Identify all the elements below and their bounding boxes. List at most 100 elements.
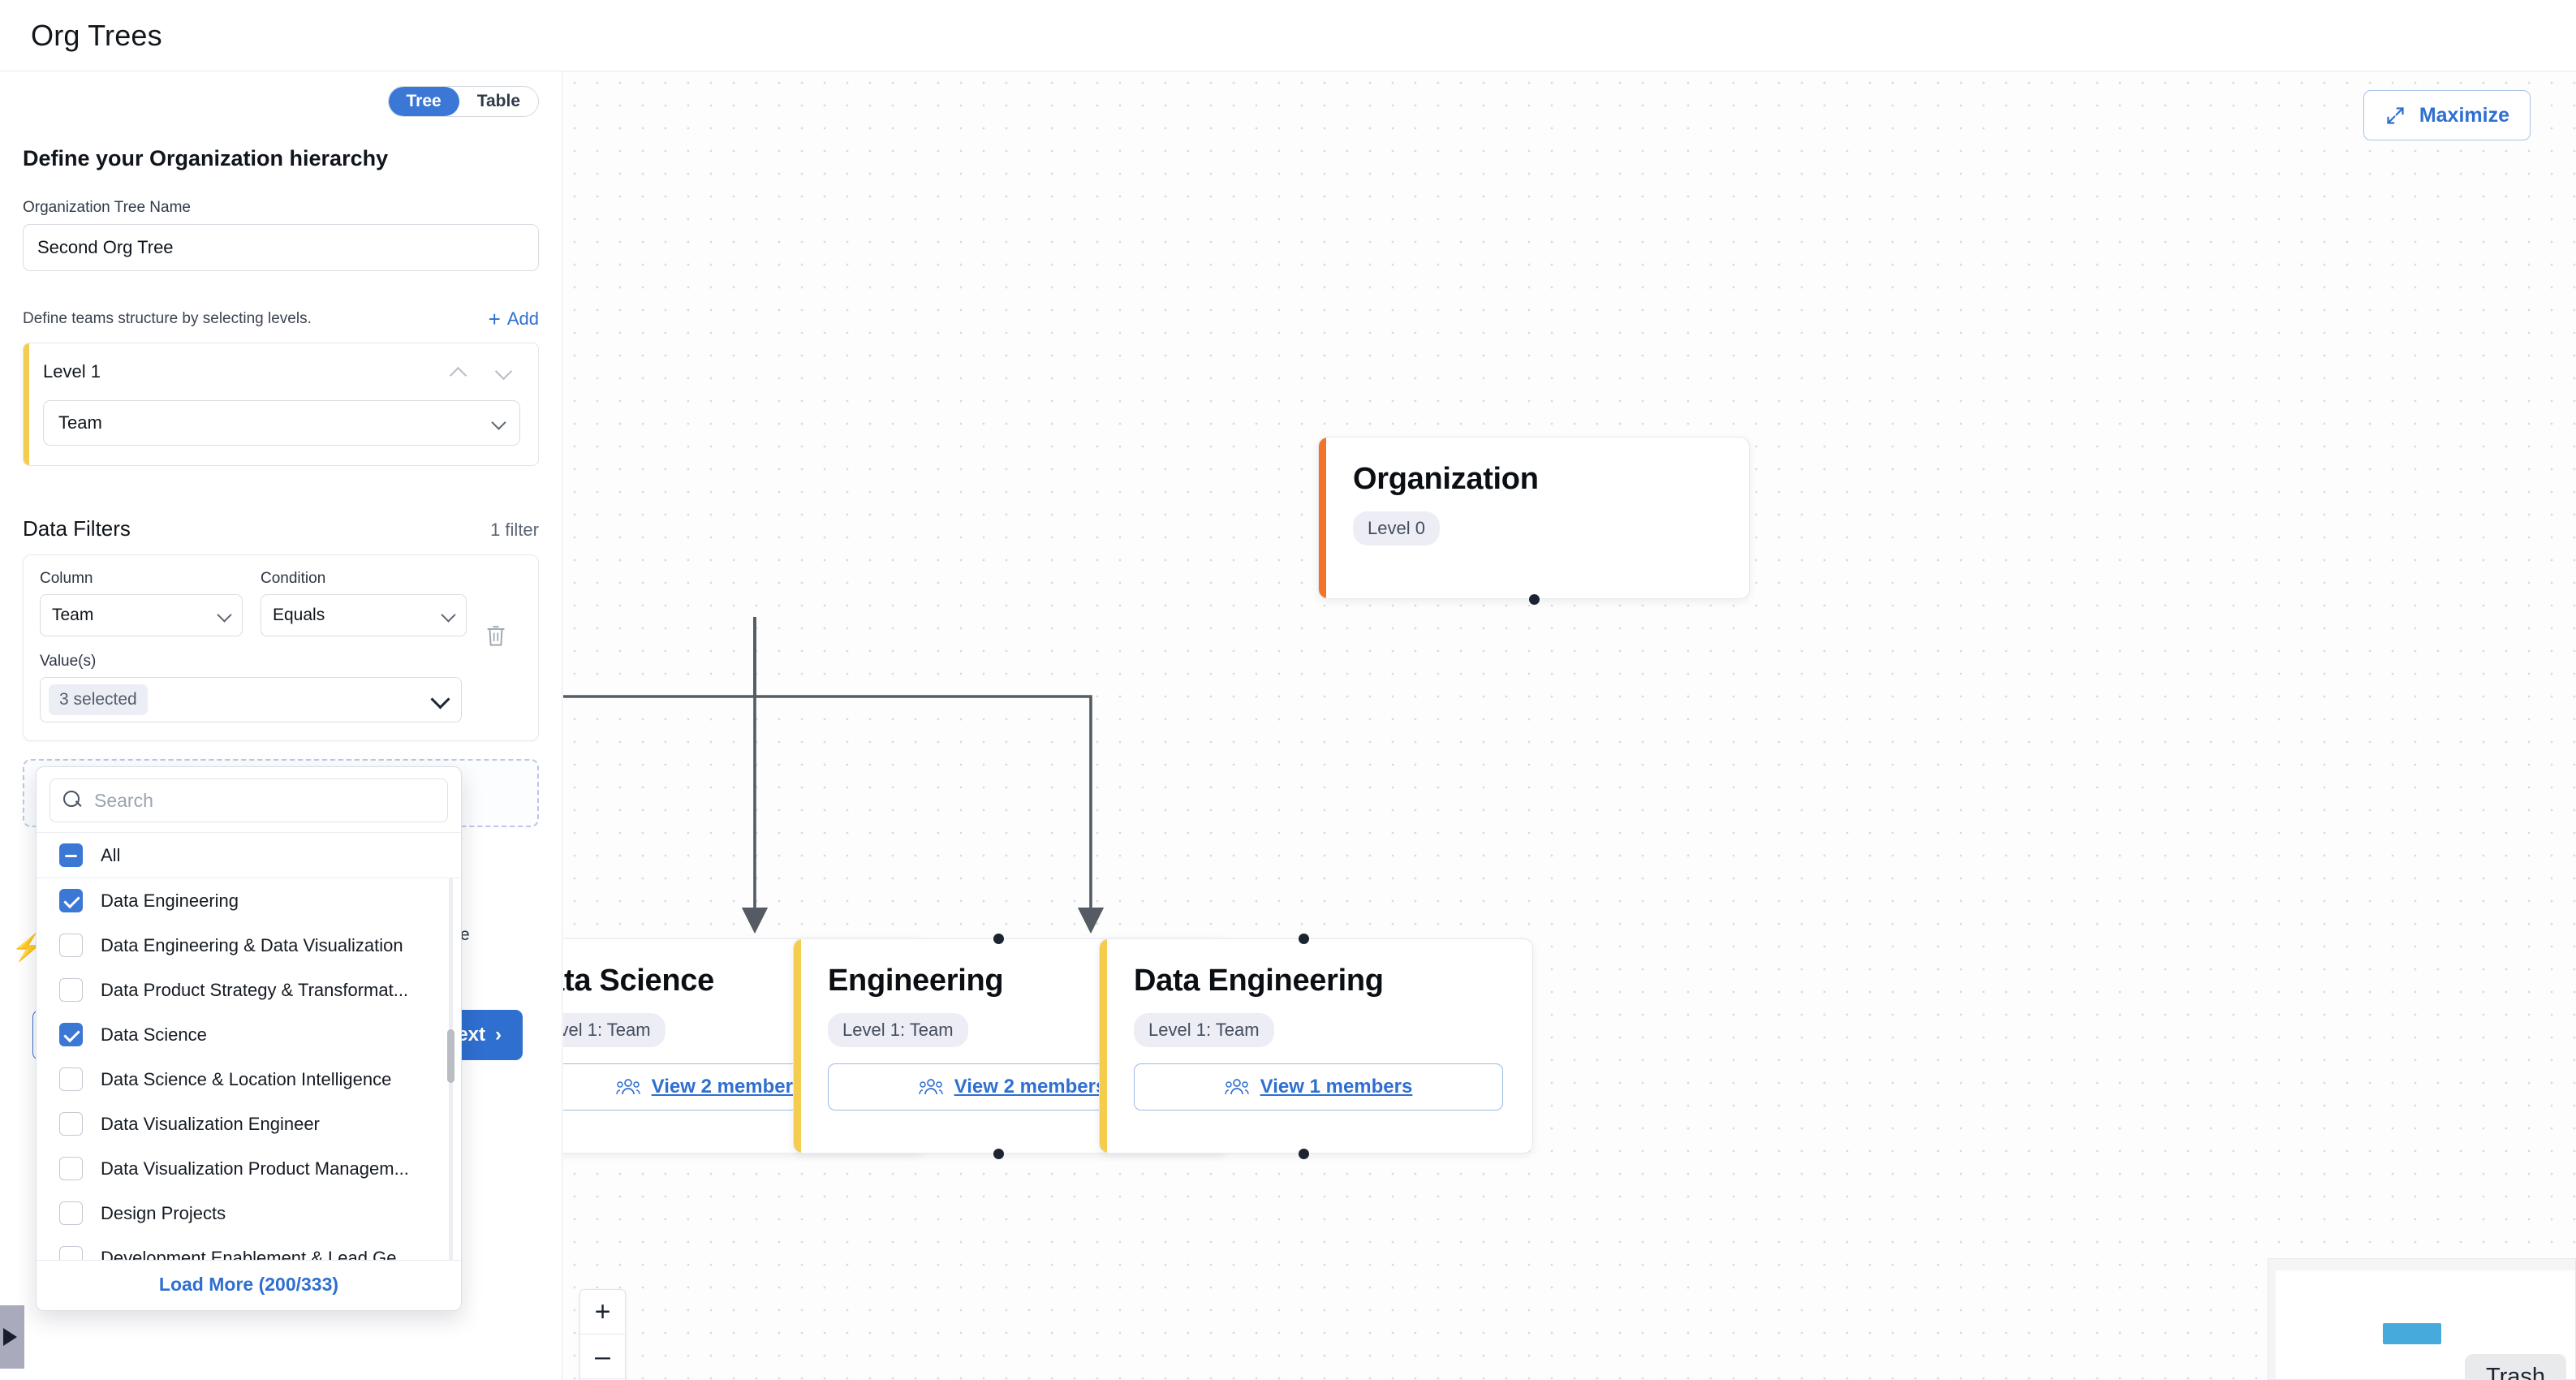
filter-column-select[interactable]: Team: [40, 594, 243, 636]
node-connector-dot: [1299, 934, 1309, 944]
levels-header: Define teams structure by selecting leve…: [23, 308, 539, 330]
tree-edges: [563, 71, 2576, 1380]
node-title: Data Engineering: [1134, 964, 1503, 998]
members-icon: [919, 1078, 943, 1096]
selected-count-chip: 3 selected: [49, 684, 148, 715]
chevron-down-icon: [432, 692, 448, 707]
tab-tree[interactable]: Tree: [389, 87, 459, 116]
add-level-button[interactable]: + Add: [489, 308, 539, 330]
filter-column-value: Team: [52, 606, 93, 625]
node-badge: Level 1: Team: [1134, 1013, 1274, 1047]
node-badge: Level 1: Team: [828, 1013, 968, 1047]
filter-condition-value: Equals: [273, 606, 325, 625]
dropdown-option-label: Data Science: [101, 1024, 207, 1046]
load-more-button[interactable]: Load More (200/333): [37, 1260, 461, 1310]
chevron-right-icon: ›: [495, 1024, 502, 1046]
checkbox-unchecked-icon[interactable]: [59, 978, 83, 1002]
tree-canvas[interactable]: Maximize Organization Level 0 Data Scien…: [563, 71, 2576, 1380]
checkbox-unchecked-icon[interactable]: [59, 934, 83, 957]
data-filters-title: Data Filters: [23, 516, 131, 541]
top-bar: Org Trees: [0, 0, 2576, 71]
node-badge: Level 1: Team: [563, 1013, 666, 1047]
view-members-button[interactable]: View 1 members: [1134, 1063, 1503, 1110]
dropdown-option-label: Data Product Strategy & Transformat...: [101, 980, 408, 1001]
panel-collapse-handle[interactable]: [0, 1305, 24, 1369]
dropdown-option[interactable]: Data Visualization Product Managem...: [37, 1146, 461, 1191]
filter-values-label: Value(s): [40, 653, 522, 671]
view-members-label: View 2 members: [954, 1076, 1107, 1098]
dropdown-option[interactable]: Data Science & Location Intelligence: [37, 1057, 461, 1102]
chevron-down-icon[interactable]: [496, 367, 512, 377]
dropdown-option-label: Data Engineering: [101, 891, 239, 912]
dropdown-select-all-row[interactable]: All: [37, 832, 461, 878]
node-connector-dot: [993, 1149, 1004, 1159]
zoom-controls[interactable]: + –: [579, 1289, 626, 1380]
dropdown-option[interactable]: Data Engineering & Data Visualization: [37, 923, 461, 968]
dropdown-option[interactable]: Development Enablement & Lead Ge...: [37, 1236, 461, 1260]
checkbox-unchecked-icon[interactable]: [59, 1201, 83, 1225]
view-members-label: View 1 members: [1260, 1076, 1413, 1098]
checkbox-unchecked-icon[interactable]: [59, 1157, 83, 1180]
checkbox-unchecked-icon[interactable]: [59, 1246, 83, 1260]
filter-count: 1 filter: [490, 520, 539, 541]
tree-name-label: Organization Tree Name: [23, 199, 539, 217]
dropdown-option-label: Data Visualization Engineer: [101, 1114, 320, 1135]
level-title: Level 1: [43, 361, 101, 382]
dropdown-option-label: Data Visualization Product Managem...: [101, 1158, 409, 1179]
members-icon: [1225, 1078, 1249, 1096]
node-connector-dot: [1299, 1149, 1309, 1159]
values-multiselect-dropdown[interactable]: Search All Data EngineeringData Engineer…: [36, 766, 462, 1311]
checkbox-unchecked-icon[interactable]: [59, 1067, 83, 1091]
checkbox-unchecked-icon[interactable]: [59, 1112, 83, 1136]
checkbox-checked-icon[interactable]: [59, 889, 83, 912]
search-placeholder: Search: [94, 790, 153, 812]
dropdown-scrollbar-thumb[interactable]: [447, 1029, 454, 1083]
checkbox-checked-icon[interactable]: [59, 1023, 83, 1046]
root-node-badge: Level 0: [1353, 511, 1440, 546]
dropdown-option[interactable]: Data Visualization Engineer: [37, 1102, 461, 1146]
dropdown-option[interactable]: Data Engineering: [37, 878, 461, 923]
level-header: Level 1: [43, 361, 520, 382]
chevron-down-icon: [442, 610, 454, 622]
filter-column-group: Column Team: [40, 570, 243, 636]
filter-values-select[interactable]: 3 selected: [40, 677, 462, 722]
levels-hint: Define teams structure by selecting leve…: [23, 310, 312, 328]
trash-icon: [485, 623, 507, 648]
level-card-1: Level 1 Team: [23, 343, 539, 466]
data-filters-header: Data Filters 1 filter: [23, 516, 539, 541]
tree-node-data-engineering[interactable]: Data Engineering Level 1: Team View 1 me…: [1099, 938, 1533, 1154]
tree-node-root[interactable]: Organization Level 0: [1318, 437, 1750, 599]
view-toggle-wrapper: Tree Table: [23, 71, 539, 117]
filter-condition-label: Condition: [261, 570, 467, 588]
plus-icon: +: [489, 308, 501, 330]
search-icon: [63, 791, 83, 810]
zoom-out-button[interactable]: –: [580, 1335, 625, 1379]
dropdown-option[interactable]: Data Science: [37, 1012, 461, 1057]
dropdown-option[interactable]: Design Projects: [37, 1191, 461, 1236]
root-node-title: Organization: [1353, 462, 1720, 497]
dropdown-option[interactable]: Data Product Strategy & Transformat...: [37, 968, 461, 1012]
filter-selects: Column Team Condition Equals: [40, 570, 522, 636]
dropdown-option-label: Design Projects: [101, 1203, 226, 1224]
level-type-select[interactable]: Team: [43, 400, 520, 446]
node-content: Data Engineering Level 1: Team View 1 me…: [1100, 939, 1532, 1135]
filter-condition-select[interactable]: Equals: [261, 594, 467, 636]
zoom-in-button[interactable]: +: [580, 1290, 625, 1335]
chevron-up-icon[interactable]: [450, 367, 467, 377]
checkbox-indeterminate-icon[interactable]: [59, 843, 83, 867]
tree-name-input[interactable]: Second Org Tree: [23, 224, 539, 271]
dropdown-search-input[interactable]: Search: [50, 778, 448, 822]
dropdown-option-label: Data Science & Location Intelligence: [101, 1069, 391, 1090]
level-reorder-controls: [450, 367, 520, 377]
section-title: Define your Organization hierarchy: [23, 146, 539, 171]
tab-table[interactable]: Table: [459, 87, 538, 116]
chevron-down-icon: [493, 417, 505, 429]
delete-filter-button[interactable]: [485, 623, 507, 648]
view-toggle[interactable]: Tree Table: [388, 86, 540, 117]
members-icon: [616, 1078, 640, 1096]
page-title: Org Trees: [31, 19, 162, 53]
add-level-label: Add: [507, 308, 539, 330]
node-connector-dot: [1529, 594, 1540, 605]
select-all-label: All: [101, 845, 120, 866]
maximize-button[interactable]: Maximize: [2363, 90, 2531, 140]
